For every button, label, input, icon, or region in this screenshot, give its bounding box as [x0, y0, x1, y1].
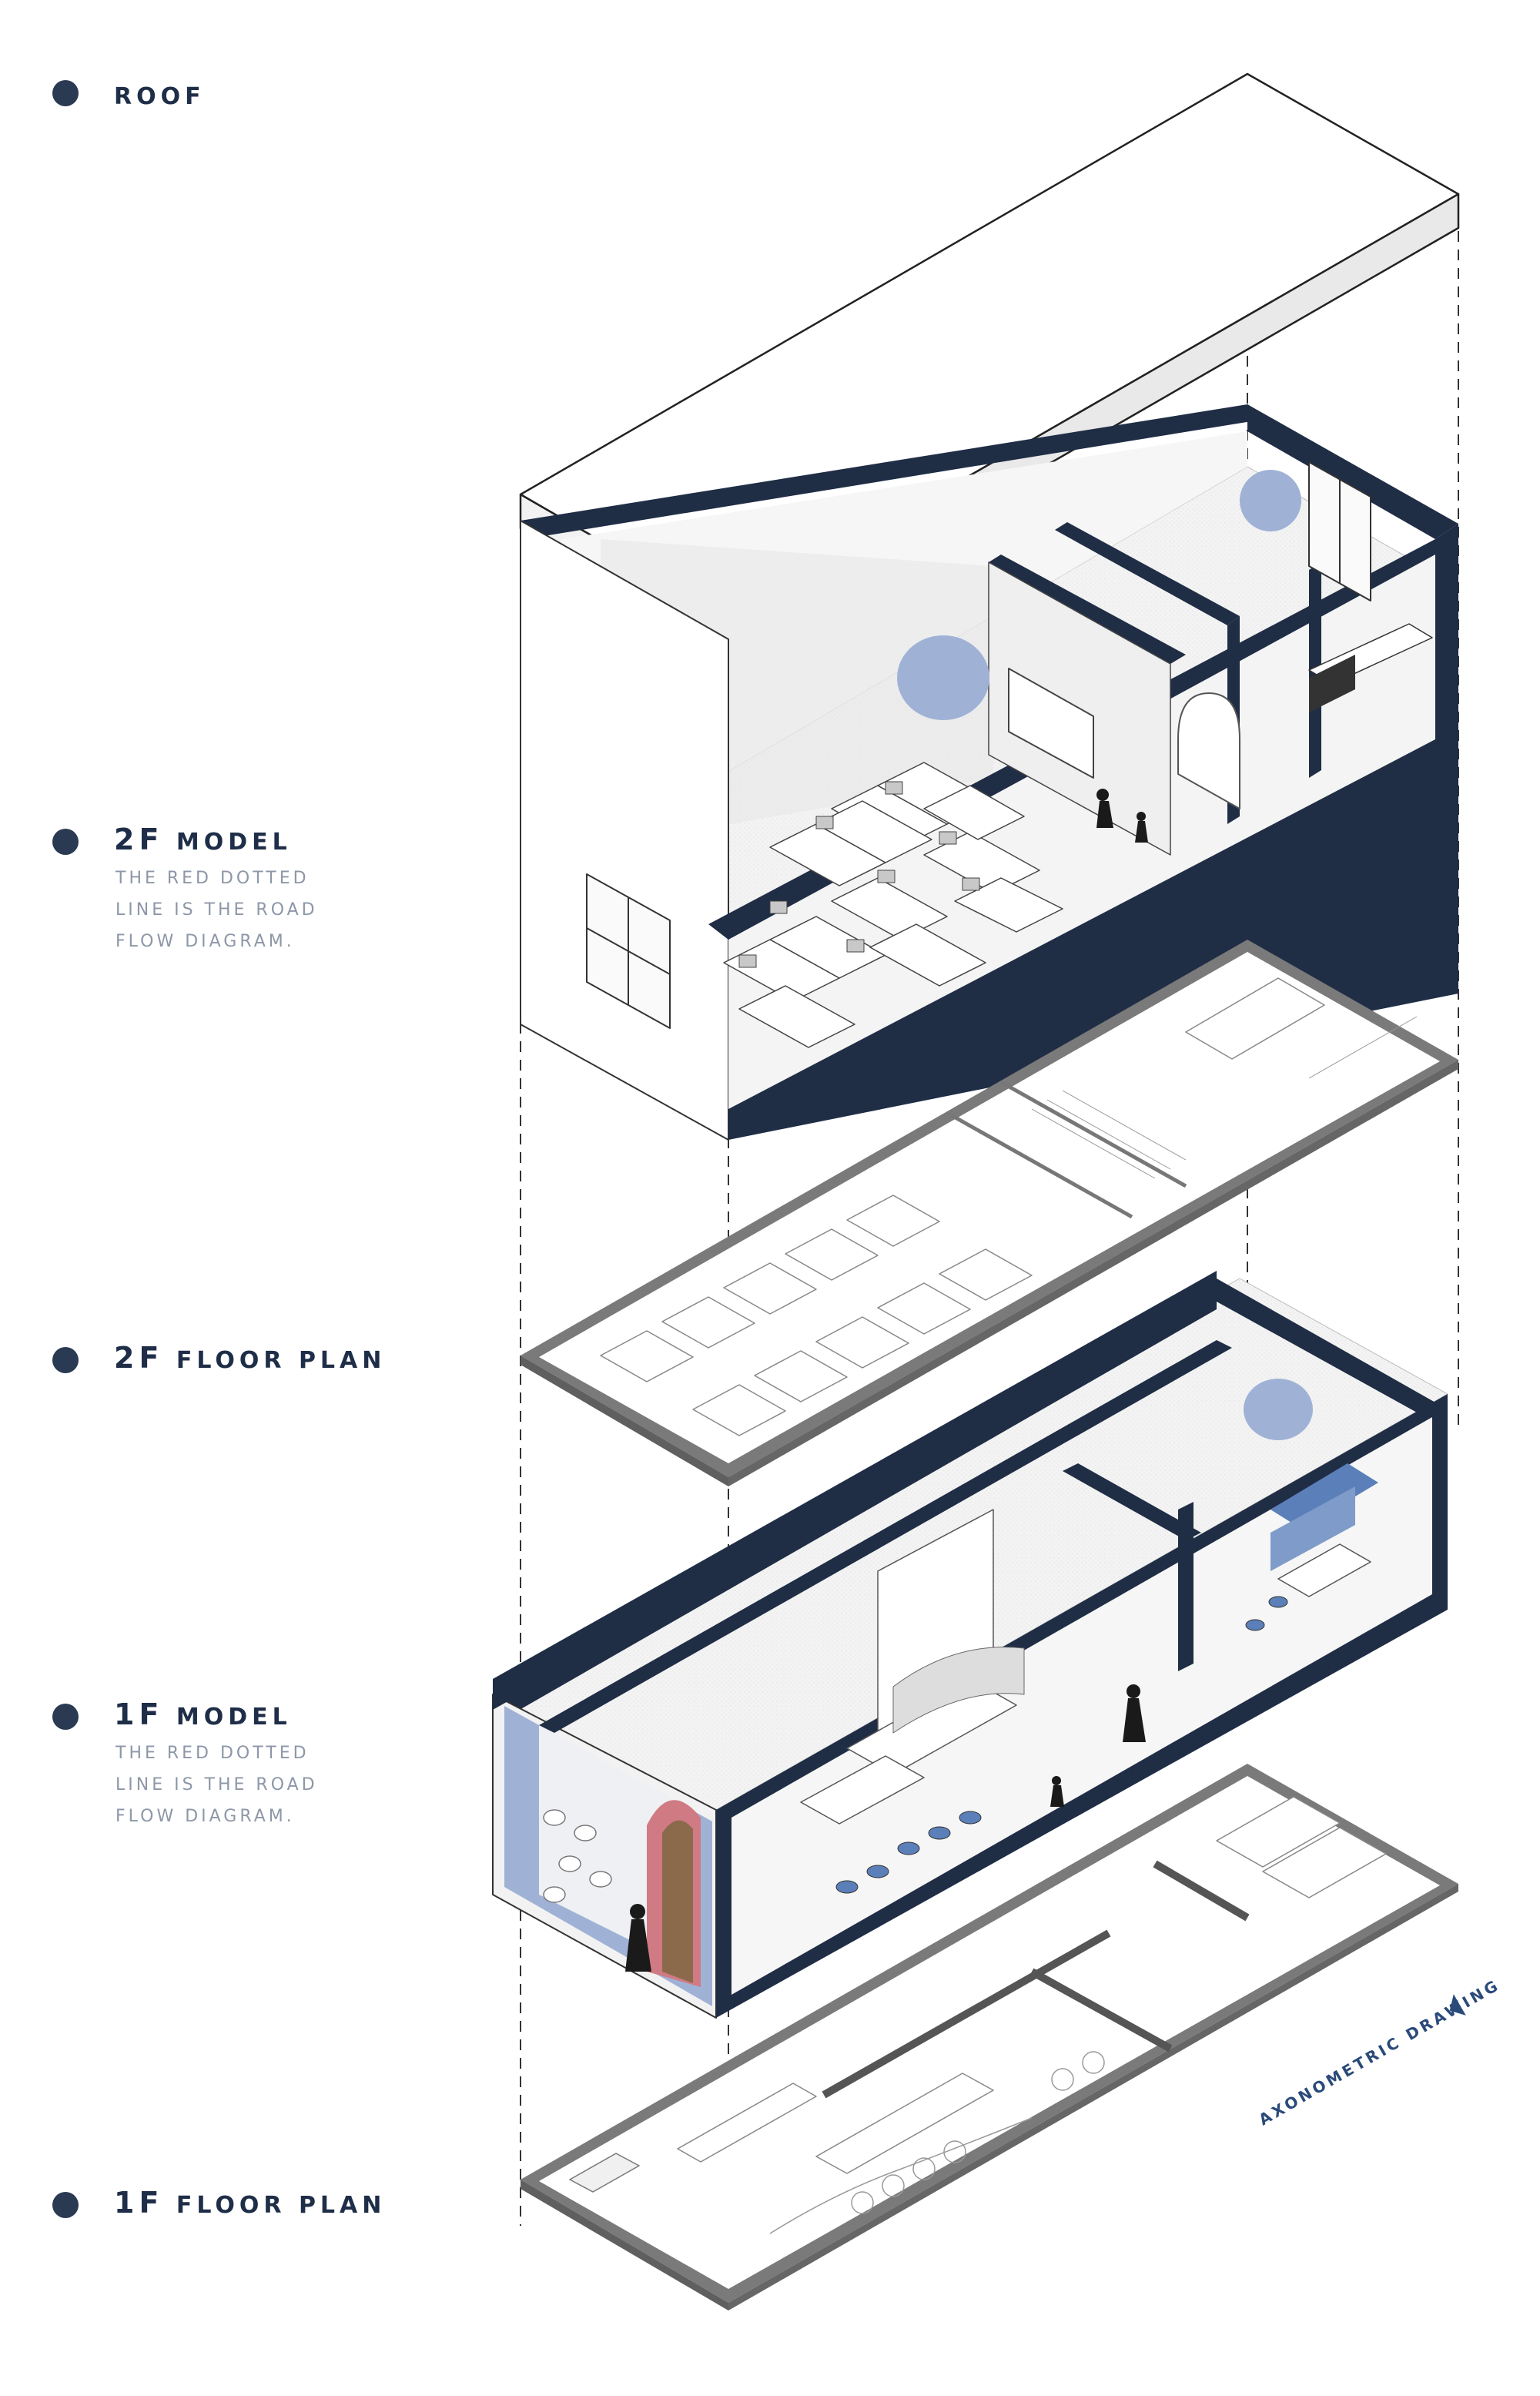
bullet-dot — [52, 1347, 79, 1373]
level-title: 1F model — [114, 1697, 292, 1731]
level-title: roof — [114, 83, 206, 110]
axonometric-drawing-label: AXONOMETRIC DRAWING — [1256, 1975, 1504, 2130]
level-title: 1F floor plan — [114, 2186, 387, 2220]
axonometric-caption: AXONOMETRIC DRAWING — [1256, 1975, 1504, 2130]
model-1f — [492, 1271, 1448, 2019]
bullet-dot — [52, 829, 79, 855]
level-title: 2F floor plan — [114, 1341, 387, 1375]
level-title: 2F model — [114, 823, 292, 856]
north-triangle-icon — [1449, 1994, 1466, 2016]
bullet-dot — [52, 80, 79, 106]
floor-plan-2f — [521, 940, 1458, 1486]
floor-plan-1f — [521, 1764, 1458, 2311]
level-subtitle: The red dotted line is the road flow dia… — [116, 1744, 318, 1826]
level-subtitle: The red dotted line is the road flow dia… — [116, 869, 318, 951]
bullet-dot — [52, 2192, 79, 2218]
bullet-dot — [52, 1704, 79, 1730]
